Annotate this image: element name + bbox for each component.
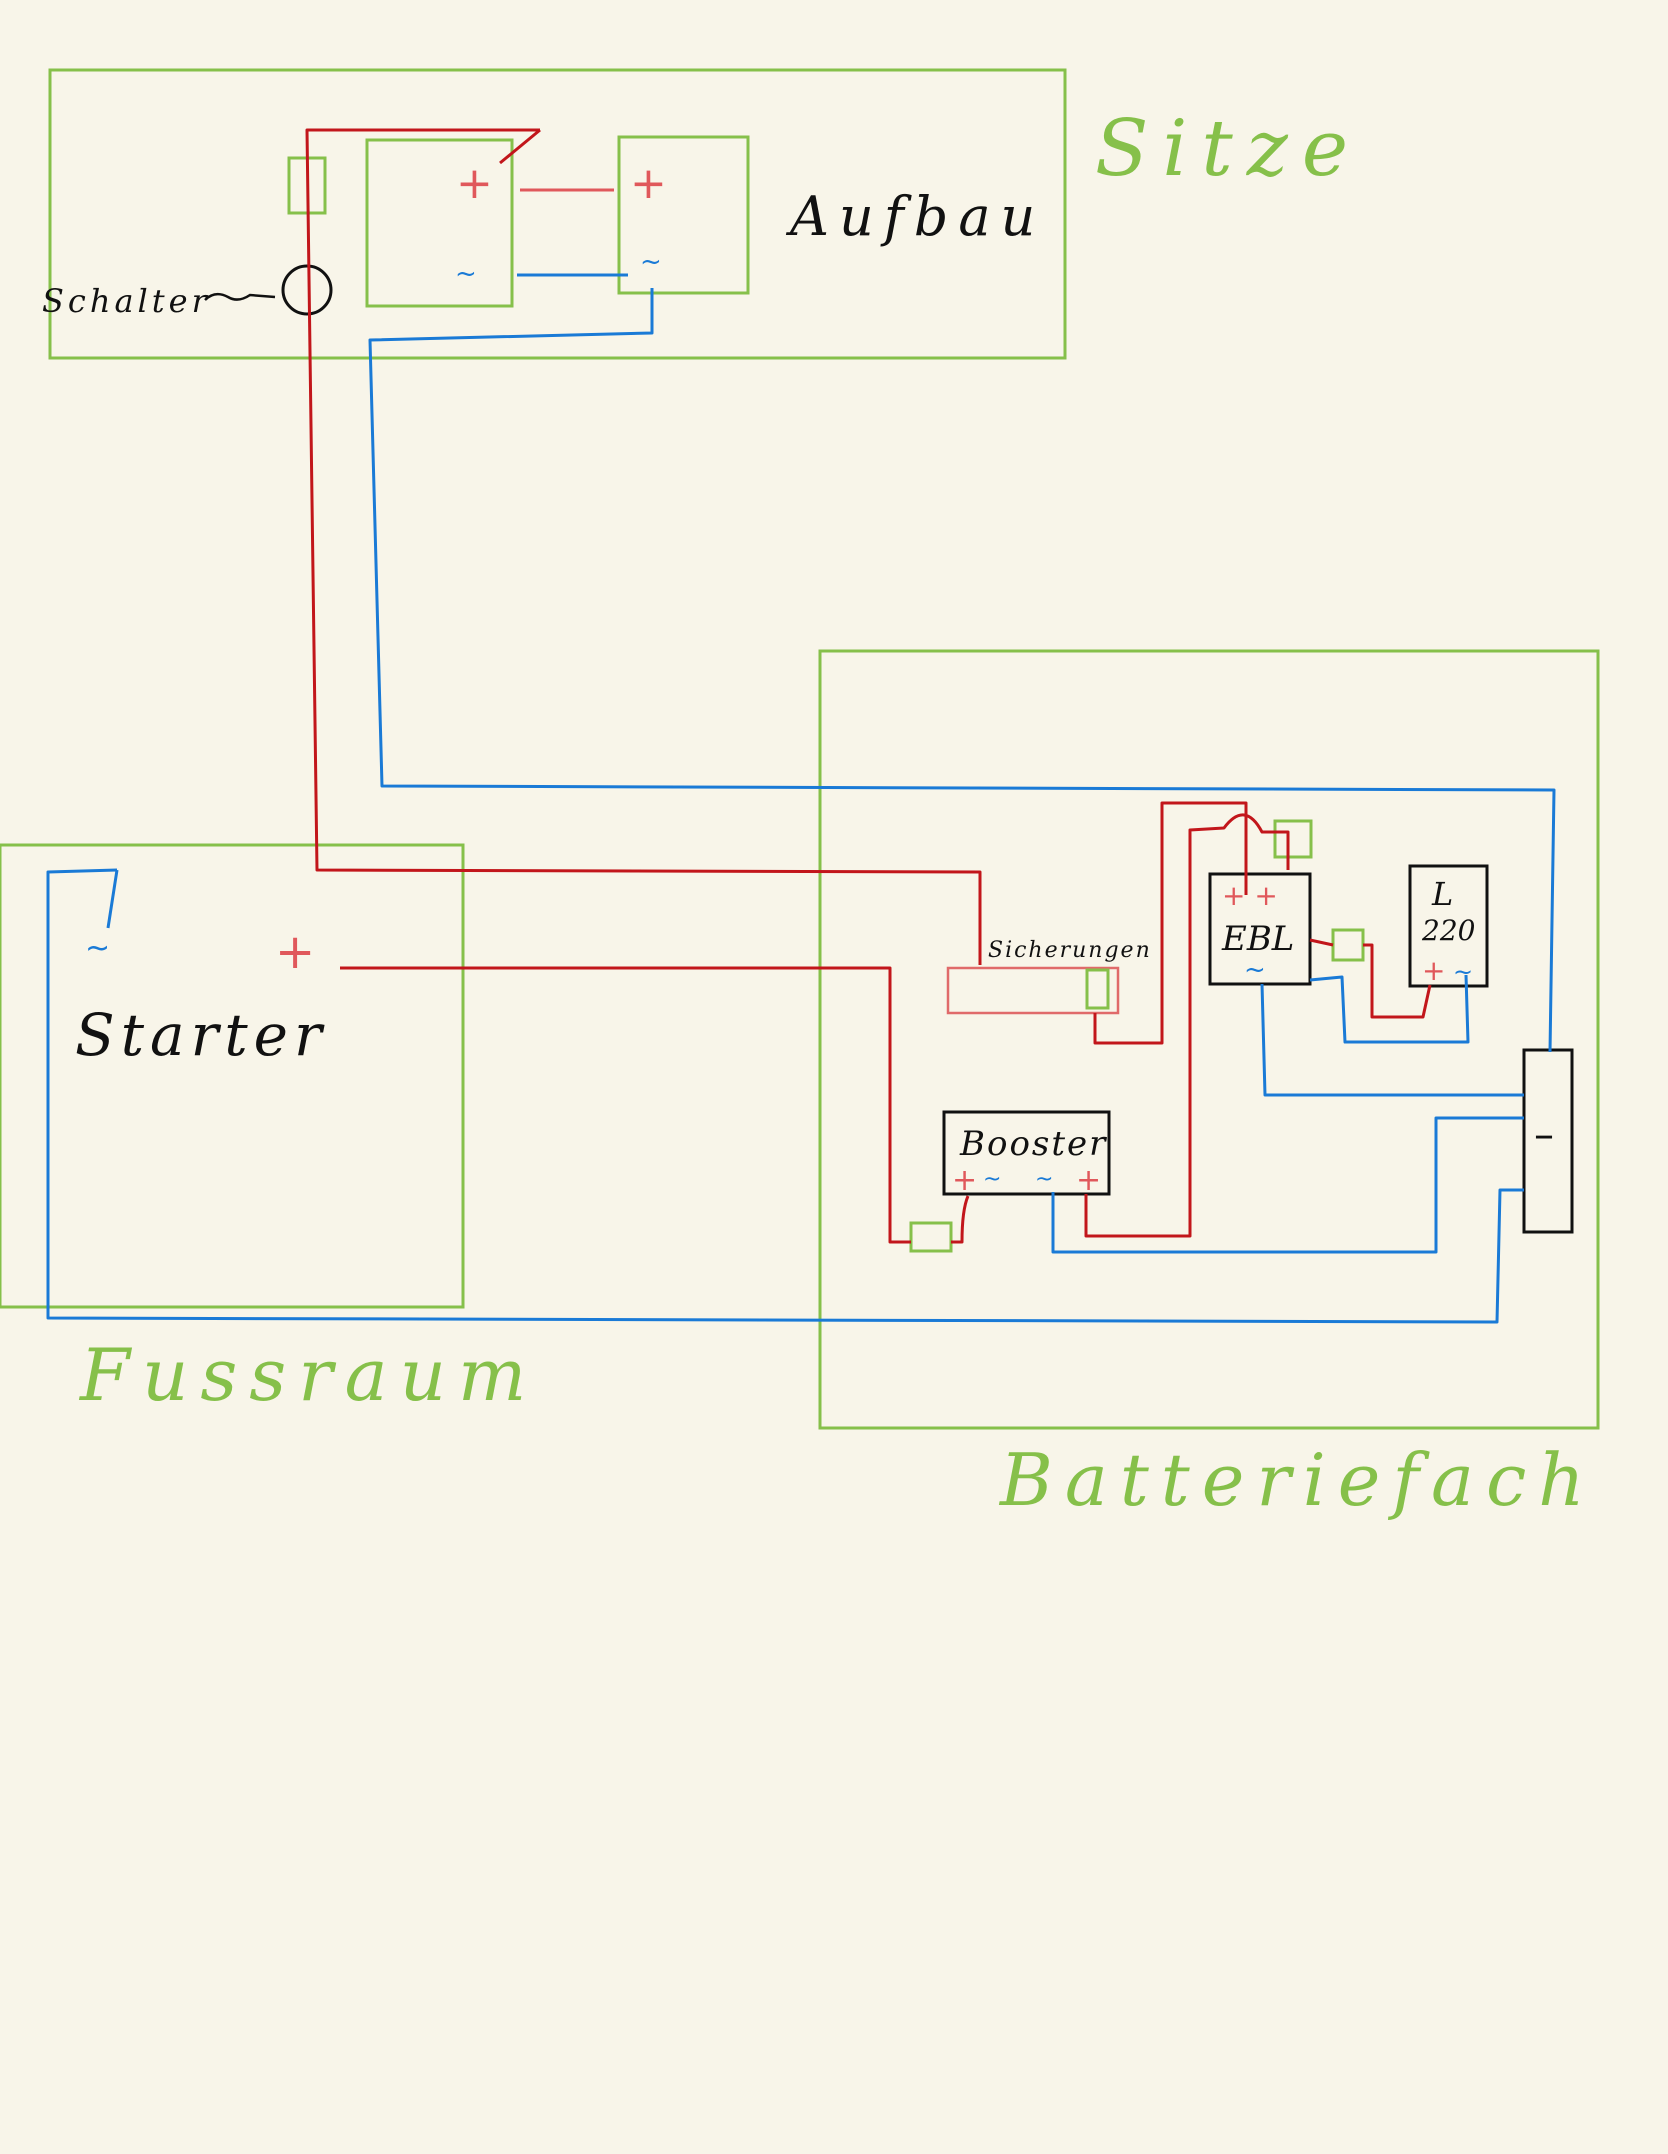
l220-label-220: 220	[1421, 914, 1475, 947]
l220-label-l: L	[1431, 875, 1453, 913]
zone-batteriefach-frame	[818, 649, 1600, 1430]
wire-minus-starter	[46, 868, 1524, 1324]
wire-minus-starter-tick	[106, 869, 119, 929]
booster-minus-left: ~	[983, 1167, 1001, 1192]
wire-plus-aufbau-diag	[499, 128, 541, 165]
minus-busbar	[1522, 1048, 1574, 1234]
negative-wires	[46, 273, 1556, 1324]
wire-plus-fuse-ebl	[1093, 801, 1248, 1045]
wire-minus-ebl-l220	[1309, 974, 1470, 1044]
zone-title-fussraum: Fussraum	[78, 1333, 538, 1417]
schalter-label: Schalter	[42, 282, 211, 320]
zone-title-sitze: Sitze	[1095, 104, 1362, 194]
battery-2-minus-mark: ~	[640, 247, 662, 277]
ebl-box	[1208, 872, 1312, 986]
ebl-label: EBL	[1221, 919, 1294, 959]
zone-fussraum-frame	[0, 843, 465, 1309]
ebl-fuse-top	[1273, 819, 1313, 859]
battery-2-plus-mark: +	[630, 158, 667, 209]
sicherungen-fuse-strip	[946, 966, 1120, 1015]
ebl-plus-marks: + +	[1222, 879, 1278, 912]
l220-plus-mark: +	[1422, 954, 1445, 987]
sicherungen-label: Sicherungen	[988, 938, 1152, 963]
wire-plus-booster-fuse	[951, 1195, 970, 1244]
ebl-minus-mark: ~	[1244, 955, 1266, 985]
zone-title-aufbau: Aufbau	[785, 185, 1045, 248]
wire-plus-booster-ebl	[1084, 813, 1290, 1238]
zone-sitze-frame	[48, 68, 1067, 360]
aufbau-battery-2	[617, 135, 750, 295]
starter-minus-mark: ~	[85, 931, 110, 966]
schalter-switch-icon	[281, 264, 333, 316]
booster-plus-right: +	[1076, 1163, 1101, 1198]
wire-plus-main-trunk	[305, 128, 982, 965]
booster-box	[942, 1110, 1111, 1196]
wire-plus-ebl-l220	[1309, 938, 1432, 1019]
starter-plus-mark: +	[275, 924, 315, 980]
battery-1-plus-mark: +	[456, 158, 493, 209]
zone-title-batteriefach: Batteriefach	[998, 1438, 1597, 1522]
booster-minus-right: ~	[1035, 1167, 1053, 1192]
l220-minus-mark: ~	[1453, 958, 1473, 986]
wire-minus-booster	[1051, 1116, 1524, 1254]
battery-1-minus-mark: ~	[455, 259, 477, 289]
booster-fuse	[909, 1221, 953, 1253]
schalter-lead	[204, 292, 276, 301]
wire-minus-main	[368, 288, 1556, 1053]
aufbau-battery-1	[365, 138, 514, 308]
starter-label: Starter	[75, 1001, 328, 1069]
positive-wires	[305, 128, 1432, 1244]
l220-box	[1408, 864, 1489, 988]
wire-plus-starter	[340, 966, 911, 1244]
minus-busbar-label: –	[1534, 1112, 1554, 1158]
booster-plus-left: +	[952, 1163, 977, 1198]
ebl-fuse-side	[1331, 928, 1365, 962]
sicherungen-fuse	[1085, 968, 1110, 1010]
booster-label: Booster	[959, 1124, 1107, 1164]
wire-minus-ebl	[1260, 983, 1524, 1097]
